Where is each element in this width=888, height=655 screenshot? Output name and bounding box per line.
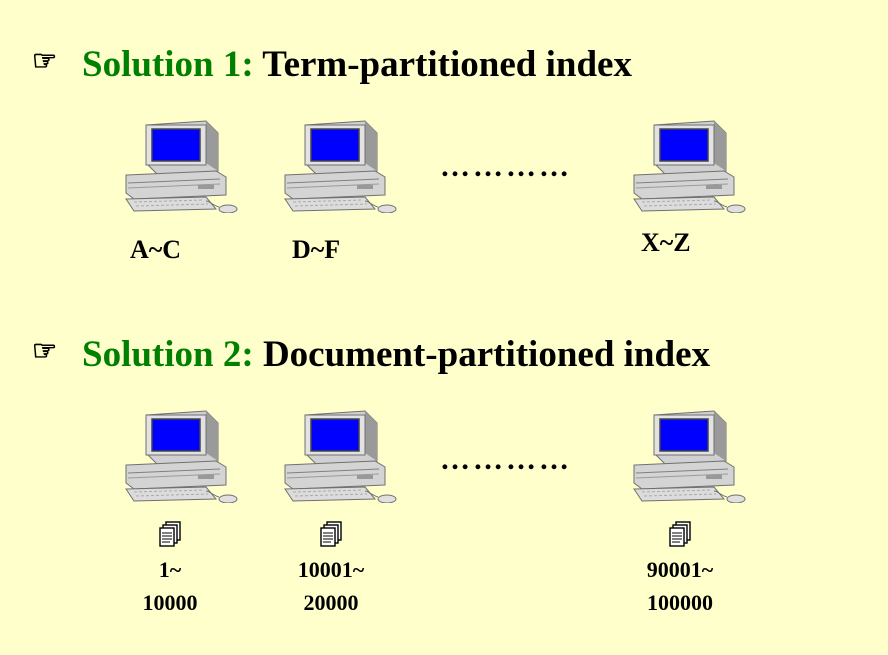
document-range-label: 1~ 10000	[100, 553, 240, 619]
range-start: 1~	[158, 557, 182, 582]
pointing-hand-icon: ☞	[32, 336, 58, 367]
range-start: 90001~	[646, 557, 714, 582]
range-end: 20000	[303, 590, 359, 615]
ellipsis: …………	[440, 443, 572, 476]
document-stack-icon	[157, 521, 183, 549]
term-range-label: D~F	[292, 235, 341, 264]
solution-2-prefix: Solution 2:	[82, 334, 254, 375]
computer-icon	[279, 113, 399, 213]
solution-1-prefix: Solution 1:	[82, 44, 254, 85]
solution-2-heading: ☞ Solution 2: Document-partitioned index	[32, 330, 710, 377]
range-start: 10001~	[297, 557, 365, 582]
range-end: 100000	[647, 590, 713, 615]
solution-1-heading: ☞ Solution 1: Term-partitioned index	[32, 40, 632, 87]
computer-icon	[628, 113, 748, 213]
document-range-label: 10001~ 20000	[261, 553, 401, 619]
document-range-label: 90001~ 100000	[610, 553, 750, 619]
computer-icon	[120, 113, 240, 213]
solution-1-title: Term-partitioned index	[262, 44, 632, 85]
pointing-hand-icon: ☞	[32, 46, 58, 77]
document-stack-icon	[318, 521, 344, 549]
computer-icon	[120, 403, 240, 503]
computer-icon	[279, 403, 399, 503]
ellipsis: …………	[440, 150, 572, 183]
solution-2-title: Document-partitioned index	[262, 334, 711, 375]
term-range-label: A~C	[130, 235, 182, 264]
document-stack-icon	[667, 521, 693, 549]
term-range-label: X~Z	[641, 228, 691, 257]
range-end: 10000	[142, 590, 198, 615]
computer-icon	[628, 403, 748, 503]
